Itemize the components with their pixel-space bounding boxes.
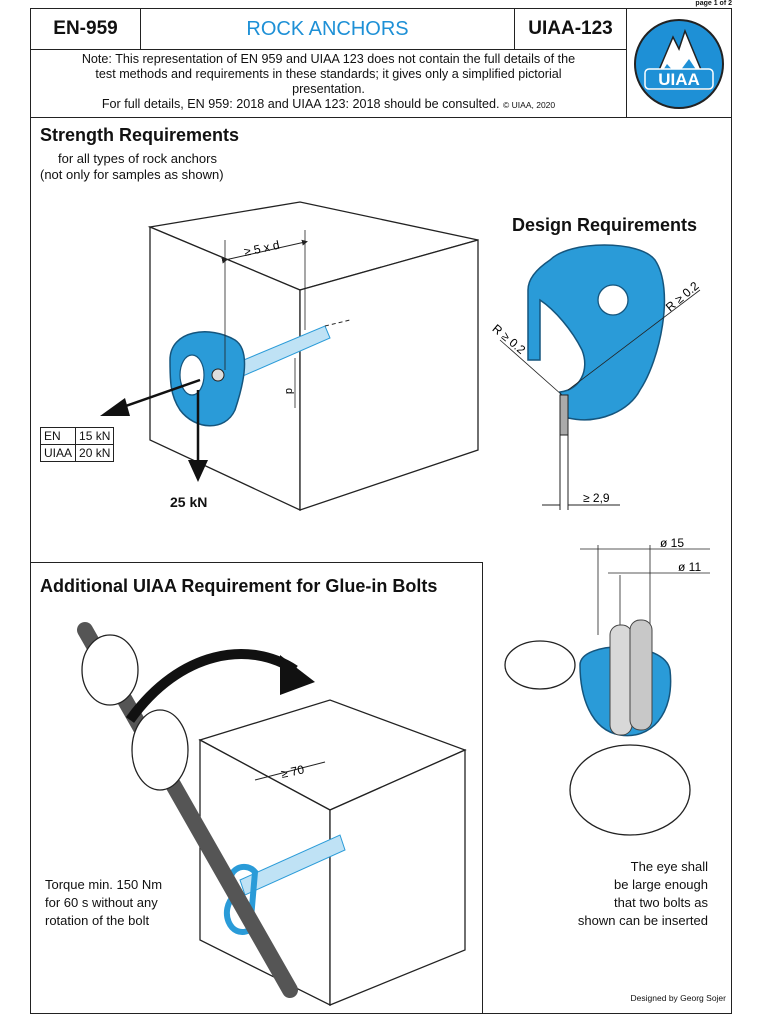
radius-right-label: R ≥ 0.2 <box>663 279 702 315</box>
table-row: EN 15 kN <box>39 427 115 445</box>
note-box: Note: This representation of EN 959 and … <box>30 49 627 118</box>
glue-in-heading: Additional UIAA Requirement for Glue-in … <box>40 576 438 596</box>
eye-line-3: that two bolts as <box>614 895 708 910</box>
hand-bottom <box>569 744 691 836</box>
strength-heading: Strength Requirements <box>40 125 240 145</box>
design-heading: Design Requirements <box>512 215 698 235</box>
logo-box: UIAA <box>626 8 732 118</box>
thickness-label: ≥ 2,9 <box>583 491 610 505</box>
strength-sub-1: for all types of rock anchors <box>58 151 217 166</box>
torque-line-2: for 60 s without any <box>45 895 158 910</box>
eye-line-2: be large enough <box>614 877 708 892</box>
torque-line-1: Torque min. 150 Nm <box>45 877 163 892</box>
diameter-15-label: ø 15 <box>660 536 684 550</box>
note-line-1: Note: This representation of EN 959 and … <box>81 52 576 66</box>
hand-lower <box>131 709 189 791</box>
standard-en: EN-959 <box>30 8 141 50</box>
glue-in-illustration: ≥ 70 <box>77 622 467 1007</box>
designer-credit: Designed by Georg Sojer <box>630 993 726 1003</box>
note-line-4: For full details, EN 959: 2018 and UIAA … <box>101 97 556 111</box>
section-divider-horizontal <box>30 562 482 563</box>
hanger-profile <box>527 244 666 421</box>
uiaa-logo: UIAA <box>634 19 724 109</box>
strength-illustration: ≥ 5 x d d <box>100 201 479 512</box>
eye-line-1: The eye shall <box>630 859 708 874</box>
eye-line-4: shown can be inserted <box>577 913 708 928</box>
radial-load-arrow <box>119 378 201 410</box>
design-illustration: R ≥ 0.2 R ≥ 0.2 ≥ 2,9 <box>490 244 702 510</box>
table-cell-std: EN <box>39 427 77 445</box>
radius-left-label: R ≥ 0.2 <box>490 321 528 357</box>
torque-line-3: rotation of the bolt <box>45 913 150 928</box>
cube-right-face <box>299 239 479 511</box>
axial-load-label: 25 kN <box>170 494 208 510</box>
glue-in-bolt <box>239 834 346 896</box>
section-divider-vertical <box>482 562 483 1014</box>
eye-text: The eye shall be large enough that two b… <box>578 858 708 930</box>
table-cell-std: UIAA <box>39 444 77 462</box>
table-cell-value: 15 kN <box>75 427 115 445</box>
table-row: UIAA 20 kN <box>39 444 115 462</box>
diameter-11-label: ø 11 <box>678 560 701 574</box>
note-line-2: test methods and requirements in these s… <box>95 67 562 81</box>
standard-uiaa: UIAA-123 <box>514 8 627 50</box>
d-label: d <box>283 388 295 394</box>
copyright: © UIAA, 2020 <box>503 100 556 110</box>
hand-upper <box>81 634 139 706</box>
table-cell-value: 20 kN <box>75 444 115 462</box>
logo-text: UIAA <box>658 70 700 89</box>
hand-left <box>504 640 576 690</box>
load-table: EN 15 kN UIAA 20 kN <box>39 427 115 462</box>
glue-in-depth-label: ≥ 70 <box>280 762 306 781</box>
eye-illustration: ø 15 ø 11 <box>504 536 710 836</box>
torque-text: Torque min. 150 Nm for 60 s without any … <box>45 876 162 930</box>
note-line-3: presentation. <box>292 82 365 96</box>
page-label: page 1 of 2 <box>695 0 732 7</box>
cube-right-face <box>329 748 466 1006</box>
document-title: ROCK ANCHORS <box>140 8 515 50</box>
strength-sub-2: (not only for samples as shown) <box>40 167 224 182</box>
